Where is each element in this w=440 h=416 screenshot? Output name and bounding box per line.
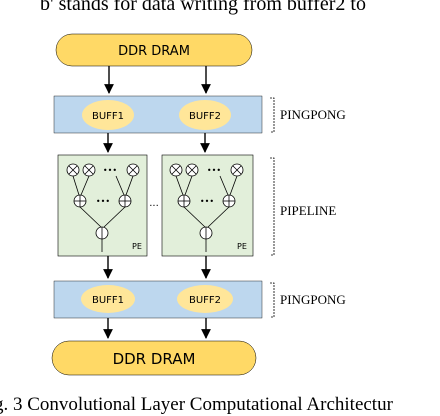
buff1-top (82, 100, 134, 130)
pe-block-left: ••• ••• PE (57, 154, 148, 257)
adder-icon (118, 194, 132, 208)
multiplier-icon (230, 163, 244, 177)
top-cropped-text: b' stands for data writing from buffer2 … (40, 0, 366, 15)
adder-icon (177, 194, 191, 208)
multiplier-icon (82, 163, 96, 177)
label-pingpong-top: PINGPONG (280, 107, 346, 122)
multiplier-icon (126, 163, 140, 177)
buff2-top-label: BUFF2 (189, 111, 221, 122)
pe-label-left: PE (132, 242, 142, 251)
multiplier-ellipsis: ••• (103, 166, 117, 175)
buff1-bottom-label: BUFF1 (92, 295, 124, 306)
ddr-dram-bottom-box (51, 340, 257, 376)
adder-icon (73, 194, 87, 208)
bracket-pingpong-bottom (270, 282, 275, 318)
buff1-bottom (81, 285, 135, 313)
ddr-dram-bottom-label: DDR DRAM (113, 350, 196, 368)
ddr-dram-top-label: DDR DRAM (118, 44, 190, 59)
buff2-top (179, 100, 231, 130)
bracket-pipeline (270, 157, 275, 256)
buff2-bottom (177, 285, 233, 313)
accumulator-icon (95, 226, 109, 240)
adder-icon (222, 194, 236, 208)
multiplier-icon (185, 163, 199, 177)
figure-caption: g. 3 Convolutional Layer Computational A… (0, 394, 394, 415)
buff2-bottom-label: BUFF2 (189, 295, 221, 306)
adder-ellipsis: ••• (96, 197, 110, 206)
label-pipeline: PIPELINE (280, 203, 336, 218)
multiplier-ellipsis: ••• (207, 166, 221, 175)
pe-label-right: PE (237, 242, 247, 251)
multiplier-icon (66, 163, 80, 177)
multiplier-icon (169, 163, 183, 177)
accumulator-icon (199, 226, 213, 240)
bracket-pingpong-top (270, 97, 275, 133)
buff1-top-label: BUFF1 (92, 111, 124, 122)
ddr-dram-top-box (55, 33, 253, 67)
pe-block-right: ••• ••• PE (161, 154, 254, 257)
label-pingpong-bottom: PINGPONG (280, 292, 346, 307)
pe-between-ellipsis: ... (149, 198, 159, 209)
adder-ellipsis: ••• (200, 197, 214, 206)
